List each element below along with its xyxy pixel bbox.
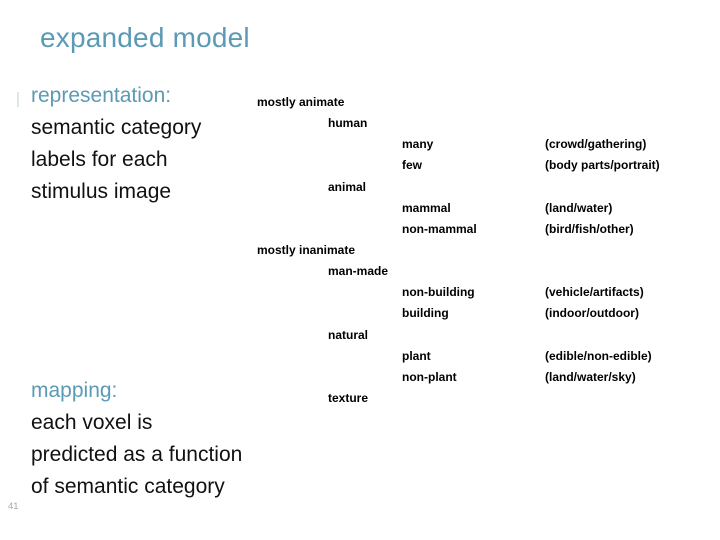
tree-label: non-building [402, 285, 475, 300]
tree-annotation: (crowd/gathering) [545, 137, 647, 152]
tree-label: natural [328, 327, 369, 342]
placeholder-mark [17, 92, 19, 107]
tree-label: man-made [328, 264, 389, 279]
tree-label: mostly inanimate [257, 242, 356, 257]
mapping-block: mapping: each voxel is predicted as a fu… [31, 375, 281, 503]
tree-label: mammal [402, 200, 451, 215]
mapping-heading: mapping: [31, 379, 118, 402]
representation-line-1: semantic category [31, 116, 202, 139]
tree-row-natural: natural [257, 325, 720, 346]
tree-row-non-plant: non-plant (land/water/sky) [257, 367, 720, 388]
tree-label: non-plant [402, 369, 457, 384]
tree-row-animal: animal [257, 177, 720, 198]
tree-annotation: (edible/non-edible) [545, 348, 652, 363]
tree-label: non-mammal [402, 221, 477, 236]
representation-block: representation: semantic category labels… [31, 80, 271, 208]
tree-label: many [402, 137, 434, 152]
tree-label: human [328, 116, 368, 131]
tree-row-man-made: man-made [257, 261, 720, 282]
tree-row-few: few (body parts/portrait) [257, 155, 720, 176]
tree-label: plant [402, 348, 431, 363]
tree-row-plant: plant (edible/non-edible) [257, 346, 720, 367]
tree-row-texture: texture [257, 388, 720, 409]
tree-row-non-mammal: non-mammal (bird/fish/other) [257, 219, 720, 240]
representation-line-3: stimulus image [31, 180, 172, 203]
tree-annotation: (bird/fish/other) [545, 221, 634, 236]
tree-annotation: (land/water/sky) [545, 369, 636, 384]
tree-row-many: many (crowd/gathering) [257, 134, 720, 155]
tree-label: mostly animate [257, 95, 345, 109]
tree-annotation: (body parts/portrait) [545, 158, 660, 173]
tree-label: texture [328, 390, 369, 405]
page-number: 41 [8, 501, 19, 512]
category-tree: mostly animate human many (crowd/gatheri… [257, 92, 720, 409]
mapping-line-2: predicted as a function [31, 443, 243, 466]
tree-row-non-building: non-building (vehicle/artifacts) [257, 282, 720, 303]
slide-title: expanded model [40, 22, 250, 53]
tree-row-building: building (indoor/outdoor) [257, 303, 720, 324]
tree-annotation: (land/water) [545, 200, 613, 215]
mapping-line-3: of semantic category [31, 475, 225, 498]
tree-row-mammal: mammal (land/water) [257, 198, 720, 219]
tree-row-mostly-animate: mostly animate [257, 92, 720, 113]
tree-row-human: human [257, 113, 720, 134]
tree-label: building [402, 306, 449, 321]
representation-heading: representation: [31, 84, 172, 107]
representation-line-2: labels for each [31, 148, 168, 171]
tree-label: animal [328, 179, 367, 194]
tree-label: few [402, 158, 423, 173]
tree-annotation: (vehicle/artifacts) [545, 285, 644, 300]
mapping-line-1: each voxel is [31, 411, 153, 434]
tree-annotation: (indoor/outdoor) [545, 306, 639, 321]
tree-row-mostly-inanimate: mostly inanimate [257, 240, 720, 261]
